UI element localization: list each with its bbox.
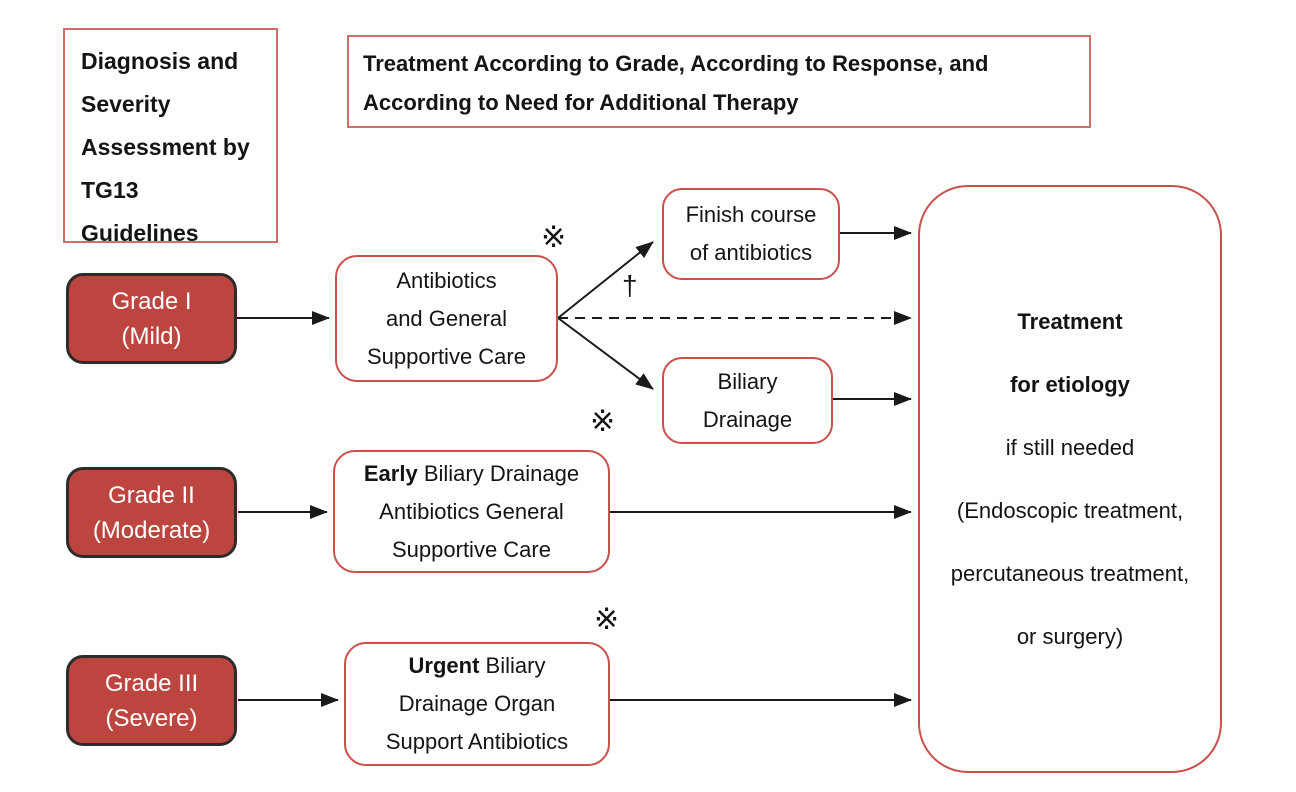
biliary-drainage-box: Biliary Drainage xyxy=(662,357,833,444)
treatment-title-box: Treatment According to Grade, According … xyxy=(347,35,1091,128)
grade-2-moderate-box: Grade II (Moderate) xyxy=(66,467,237,558)
text-line: Early Biliary Drainage xyxy=(364,455,579,493)
text-line: Finish course xyxy=(685,202,817,227)
reference-mark-symbol: ※ xyxy=(590,405,616,438)
text-segment: Biliary xyxy=(479,653,546,678)
text-line: percutaneous treatment, xyxy=(950,561,1190,586)
arrow-antibiotics-to-finish-course xyxy=(557,241,654,319)
title-line: Severity xyxy=(81,91,171,117)
text-line: of antibiotics xyxy=(689,240,813,265)
grade-3-severe-box: Grade III (Severe) xyxy=(66,655,237,746)
title-line: Guidelines xyxy=(81,220,199,246)
grade-1-mild-box: Grade I (Mild) xyxy=(66,273,237,364)
emphasis-word: Urgent xyxy=(408,653,480,678)
emphasis-word: Early xyxy=(363,460,418,486)
grade-label: Grade I xyxy=(111,287,192,315)
grade-label: Grade III xyxy=(104,669,199,697)
title-line: Diagnosis and xyxy=(81,48,239,74)
title-line: Assessment by xyxy=(81,134,250,160)
antibiotics-supportive-care-box: Antibiotics and General Supportive Care xyxy=(335,255,558,382)
text-line: if still needed xyxy=(1005,435,1135,460)
dagger-symbol: † xyxy=(622,270,638,301)
arrow-antibiotics-to-biliary-drainage xyxy=(557,317,654,390)
text-line: Biliary xyxy=(717,368,778,394)
text-line: Drainage xyxy=(702,406,793,432)
title-line: According to Need for Additional Therapy xyxy=(363,90,799,115)
grade-severity: (Mild) xyxy=(121,322,182,350)
grade-label: Grade II xyxy=(108,481,195,509)
urgent-biliary-drainage-box: Urgent Biliary Drainage Organ Support An… xyxy=(344,642,610,766)
text-line: Antibiotics General xyxy=(379,498,564,524)
title-line: Treatment According to Grade, According … xyxy=(363,51,989,76)
text-line: Supportive Care xyxy=(392,536,551,562)
early-biliary-drainage-box: Early Biliary Drainage Antibiotics Gener… xyxy=(333,450,610,573)
reference-mark-symbol: ※ xyxy=(541,221,567,254)
reference-mark-symbol: ※ xyxy=(594,603,620,636)
text-line: Support Antibiotics xyxy=(385,729,569,754)
text-line: and General xyxy=(385,305,508,331)
title-line: TG13 xyxy=(81,177,139,203)
text-line: Antibiotics xyxy=(396,267,497,293)
treatment-for-etiology-box: Treatment for etiology if still needed (… xyxy=(918,185,1222,773)
grade-severity: (Severe) xyxy=(105,704,198,732)
text-line: for etiology xyxy=(1010,372,1130,397)
text-line: Urgent Biliary xyxy=(409,647,546,685)
text-line: Treatment xyxy=(1017,309,1123,334)
text-line: Supportive Care xyxy=(367,343,526,369)
text-line: or surgery) xyxy=(1016,624,1124,649)
text-segment: Biliary Drainage xyxy=(417,460,580,486)
finish-antibiotics-box: Finish course of antibiotics xyxy=(662,188,840,280)
text-line: (Endoscopic treatment, xyxy=(956,498,1184,523)
text-line: Drainage Organ xyxy=(398,691,556,716)
grade-severity: (Moderate) xyxy=(92,516,211,544)
diagnosis-severity-title-box: Diagnosis and Severity Assessment by TG1… xyxy=(63,28,278,246)
